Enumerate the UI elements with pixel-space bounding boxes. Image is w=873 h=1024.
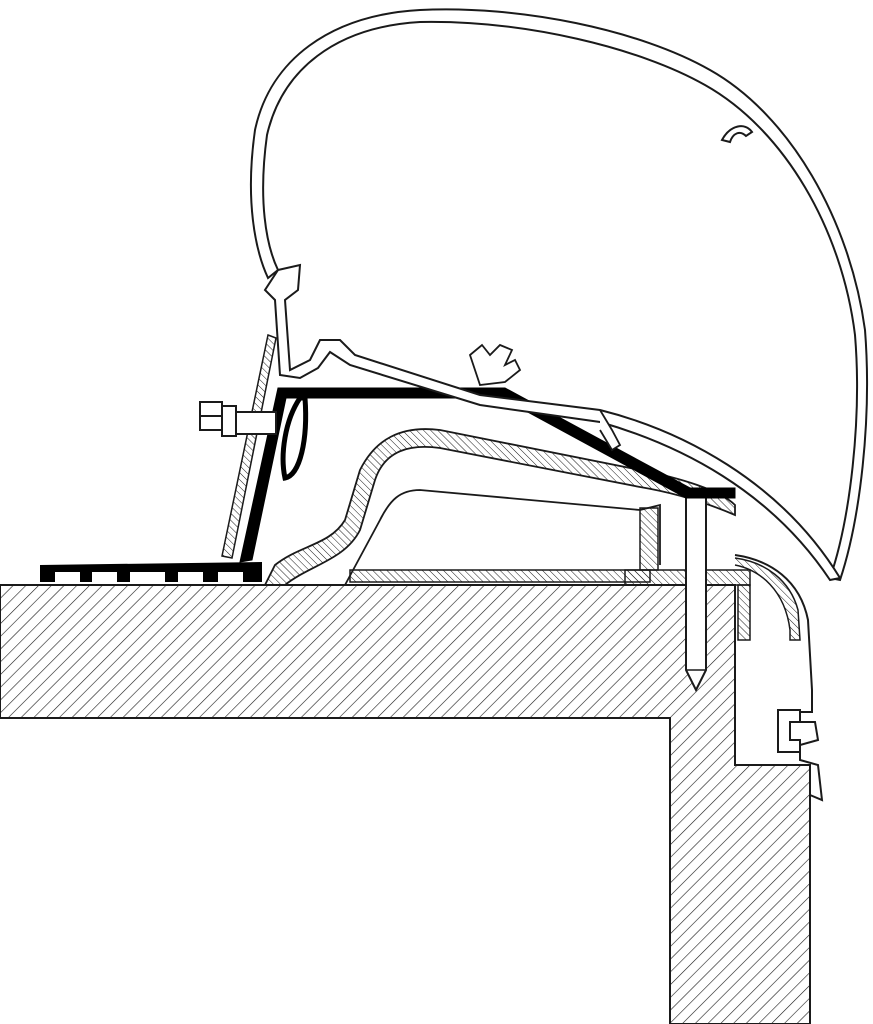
screw bbox=[685, 494, 707, 693]
seal-block bbox=[737, 584, 751, 641]
bracket-curved-clip bbox=[280, 395, 309, 481]
foot-grooves bbox=[55, 572, 243, 582]
roof-inner-profile bbox=[344, 489, 661, 586]
casing-lip bbox=[599, 409, 622, 452]
edge-channel bbox=[777, 709, 801, 753]
wall-section bbox=[0, 584, 811, 1024]
casing-hook bbox=[720, 125, 754, 144]
awning-casing bbox=[249, 8, 869, 582]
bolt-nut-icon bbox=[199, 401, 277, 437]
mounting-plate bbox=[221, 333, 277, 559]
roof-panel bbox=[263, 428, 736, 586]
spacer-block bbox=[639, 507, 659, 571]
edge-trim-inner bbox=[734, 557, 801, 641]
roof-flat-strip bbox=[349, 569, 651, 583]
casing-clip bbox=[468, 343, 522, 386]
